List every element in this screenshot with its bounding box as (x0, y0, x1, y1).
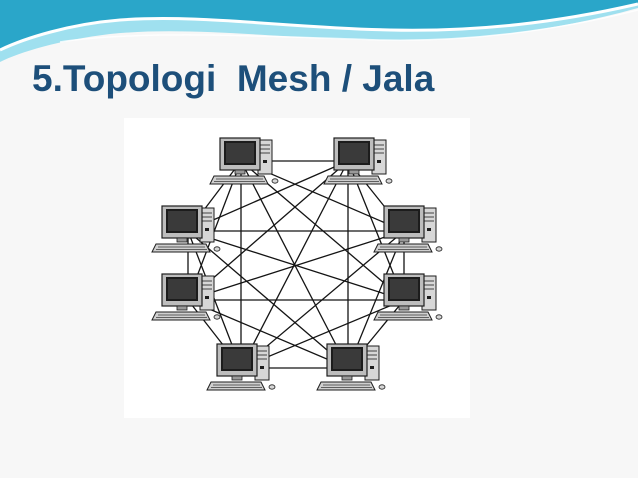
slide-title: 5.Topologi Mesh / Jala (32, 58, 435, 99)
computer-node-bottom-right (316, 343, 386, 391)
computer-node-top-right (323, 137, 393, 185)
computer-node-bottom-left (206, 343, 276, 391)
header-wave-decoration (0, 0, 638, 62)
mesh-topology-diagram (124, 118, 470, 418)
computer-node-lower-right (373, 273, 443, 321)
computer-node-top-left (209, 137, 279, 185)
computer-node-lower-left (151, 273, 221, 321)
mesh-links (187, 160, 405, 369)
computer-node-upper-right (373, 205, 443, 253)
computer-node-upper-left (151, 205, 221, 253)
